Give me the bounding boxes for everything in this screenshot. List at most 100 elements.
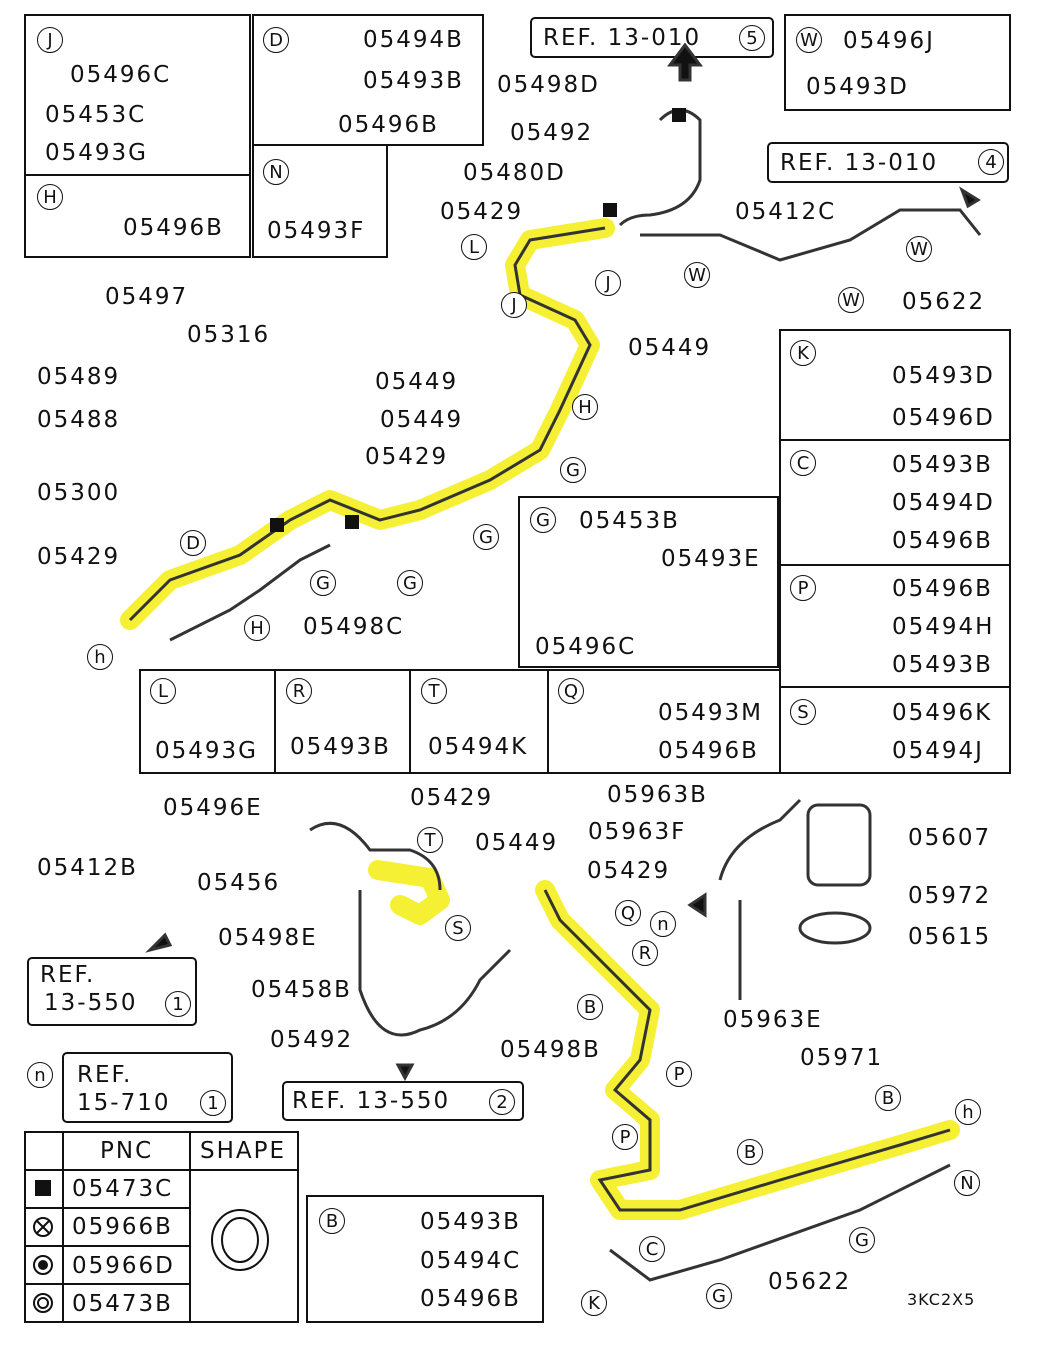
part-number-05607[interactable]: 05607 [908, 825, 992, 851]
part-number-05480d[interactable]: 05480D [463, 160, 566, 186]
callout-letter-Q: Q [558, 678, 584, 704]
part-number-05622[interactable]: 05622 [768, 1269, 852, 1295]
callout-letter-B: B [577, 994, 603, 1020]
part-number-05493b[interactable]: 05493B [892, 652, 993, 678]
ref-15-710-1-label[interactable]: REF. [77, 1062, 133, 1088]
part-number-05496b[interactable]: 05496B [338, 112, 439, 138]
part-number-05494j[interactable]: 05494J [892, 738, 984, 764]
highlight-upper-line [120, 218, 615, 630]
part-number-05963f[interactable]: 05963F [588, 819, 687, 845]
part-number-05429[interactable]: 05429 [587, 858, 671, 884]
ref-15-710-1-number[interactable]: 15-710 [77, 1090, 171, 1116]
part-number-05300[interactable]: 05300 [37, 480, 121, 506]
part-number-05493b[interactable]: 05493B [363, 68, 464, 94]
part-number-05458b[interactable]: 05458B [251, 977, 352, 1003]
part-number-05316[interactable]: 05316 [187, 322, 271, 348]
part-number-05456[interactable]: 05456 [197, 870, 281, 896]
ref-13-550-1-label[interactable]: REF. [40, 962, 96, 988]
callout-letter-C: C [639, 1236, 665, 1262]
part-number-05496j[interactable]: 05496J [843, 28, 935, 54]
part-number-05963b[interactable]: 05963B [607, 782, 708, 808]
legend-header-shape: SHAPE [200, 1138, 287, 1164]
part-number-05963e[interactable]: 05963E [723, 1007, 823, 1033]
part-number-05453b[interactable]: 05453B [579, 508, 680, 534]
part-number-05498b[interactable]: 05498B [500, 1037, 601, 1063]
part-number-05496b[interactable]: 05496B [892, 576, 993, 602]
callout-letter-K: K [581, 1290, 607, 1316]
part-number-05492[interactable]: 05492 [510, 120, 594, 146]
callout-letter-J: J [37, 27, 63, 53]
callout-letter-R: R [286, 678, 312, 704]
part-number-05498d[interactable]: 05498D [497, 72, 600, 98]
ref-13-010-4[interactable]: REF. 13-010 [780, 150, 938, 176]
part-number-05492[interactable]: 05492 [270, 1027, 354, 1053]
part-number-05493m[interactable]: 05493M [658, 700, 764, 726]
part-number-05972[interactable]: 05972 [908, 883, 992, 909]
callout-letter-B: B [737, 1139, 763, 1165]
part-number-05494k[interactable]: 05494K [428, 734, 529, 760]
part-number-05496c[interactable]: 05496C [535, 634, 637, 660]
callout-letter-B: B [875, 1085, 901, 1111]
part-number-05493b[interactable]: 05493B [420, 1209, 521, 1235]
callout-letter-P: P [790, 575, 816, 601]
part-number-05429[interactable]: 05429 [365, 444, 449, 470]
part-number-05496d[interactable]: 05496D [892, 405, 995, 431]
part-number-05496k[interactable]: 05496K [892, 700, 993, 726]
callout-letter-G: G [706, 1283, 732, 1309]
callout-letter-h: h [955, 1099, 981, 1125]
callout-letter-L: L [461, 234, 487, 260]
callout-letter-C: C [790, 450, 816, 476]
part-number-05412c[interactable]: 05412C [735, 199, 837, 225]
ref-13-550-1-number[interactable]: 13-550 [44, 990, 138, 1016]
part-number-05493g[interactable]: 05493G [155, 738, 258, 764]
part-number-05615[interactable]: 05615 [908, 924, 992, 950]
part-number-05449[interactable]: 05449 [375, 369, 459, 395]
part-number-05497[interactable]: 05497 [105, 284, 189, 310]
part-number-05494h[interactable]: 05494H [892, 614, 995, 640]
part-number-05488[interactable]: 05488 [37, 407, 121, 433]
part-number-05489[interactable]: 05489 [37, 364, 121, 390]
part-number-05493g[interactable]: 05493G [45, 140, 148, 166]
part-number-05498e[interactable]: 05498E [218, 925, 318, 951]
part-number-05496b[interactable]: 05496B [658, 738, 759, 764]
part-number-05449[interactable]: 05449 [475, 830, 559, 856]
ref-13-550-2[interactable]: REF. 13-550 [292, 1088, 451, 1114]
part-number-05493d[interactable]: 05493D [806, 74, 909, 100]
part-number-05496b[interactable]: 05496B [420, 1286, 521, 1312]
part-number-05971[interactable]: 05971 [800, 1045, 884, 1071]
part-number-05429[interactable]: 05429 [440, 199, 524, 225]
ref-number-circle: 2 [489, 1089, 515, 1115]
part-number-05453c[interactable]: 05453C [45, 102, 147, 128]
callout-letter-N: N [954, 1170, 980, 1196]
part-number-05494b[interactable]: 05494B [363, 27, 464, 53]
part-number-05494d[interactable]: 05494D [892, 490, 995, 516]
part-number-05496c[interactable]: 05496C [70, 62, 172, 88]
callout-letter-K: K [790, 340, 816, 366]
part-number-05493f[interactable]: 05493F [267, 218, 366, 244]
clamp-markers [35, 108, 686, 1196]
part-number-05622[interactable]: 05622 [902, 289, 986, 315]
callout-letter-W: W [684, 262, 710, 288]
part-number-05493b[interactable]: 05493B [290, 734, 391, 760]
part-number-05496e[interactable]: 05496E [163, 795, 263, 821]
part-number-05494c[interactable]: 05494C [420, 1248, 522, 1274]
ref-number-circle: 4 [978, 149, 1004, 175]
part-number-05498c[interactable]: 05498C [303, 614, 405, 640]
part-number-05493d[interactable]: 05493D [892, 363, 995, 389]
part-number-05412b[interactable]: 05412B [37, 855, 138, 881]
ref-13-010-5[interactable]: REF. 13-010 [543, 25, 701, 51]
part-number-05449[interactable]: 05449 [628, 335, 712, 361]
part-number-05493b[interactable]: 05493B [892, 452, 993, 478]
part-number-05449[interactable]: 05449 [380, 407, 464, 433]
legend-row-pnc: 05473B [72, 1291, 173, 1317]
callout-letter-P: P [666, 1061, 692, 1087]
part-number-05496b[interactable]: 05496B [123, 215, 224, 241]
part-number-05496b[interactable]: 05496B [892, 528, 993, 554]
part-number-05429[interactable]: 05429 [410, 785, 494, 811]
part-number-05493e[interactable]: 05493E [661, 546, 761, 572]
part-number-05429[interactable]: 05429 [37, 544, 121, 570]
ref-text: REF. 13-010 [543, 25, 702, 51]
ref-number-circle: 1 [200, 1090, 226, 1116]
